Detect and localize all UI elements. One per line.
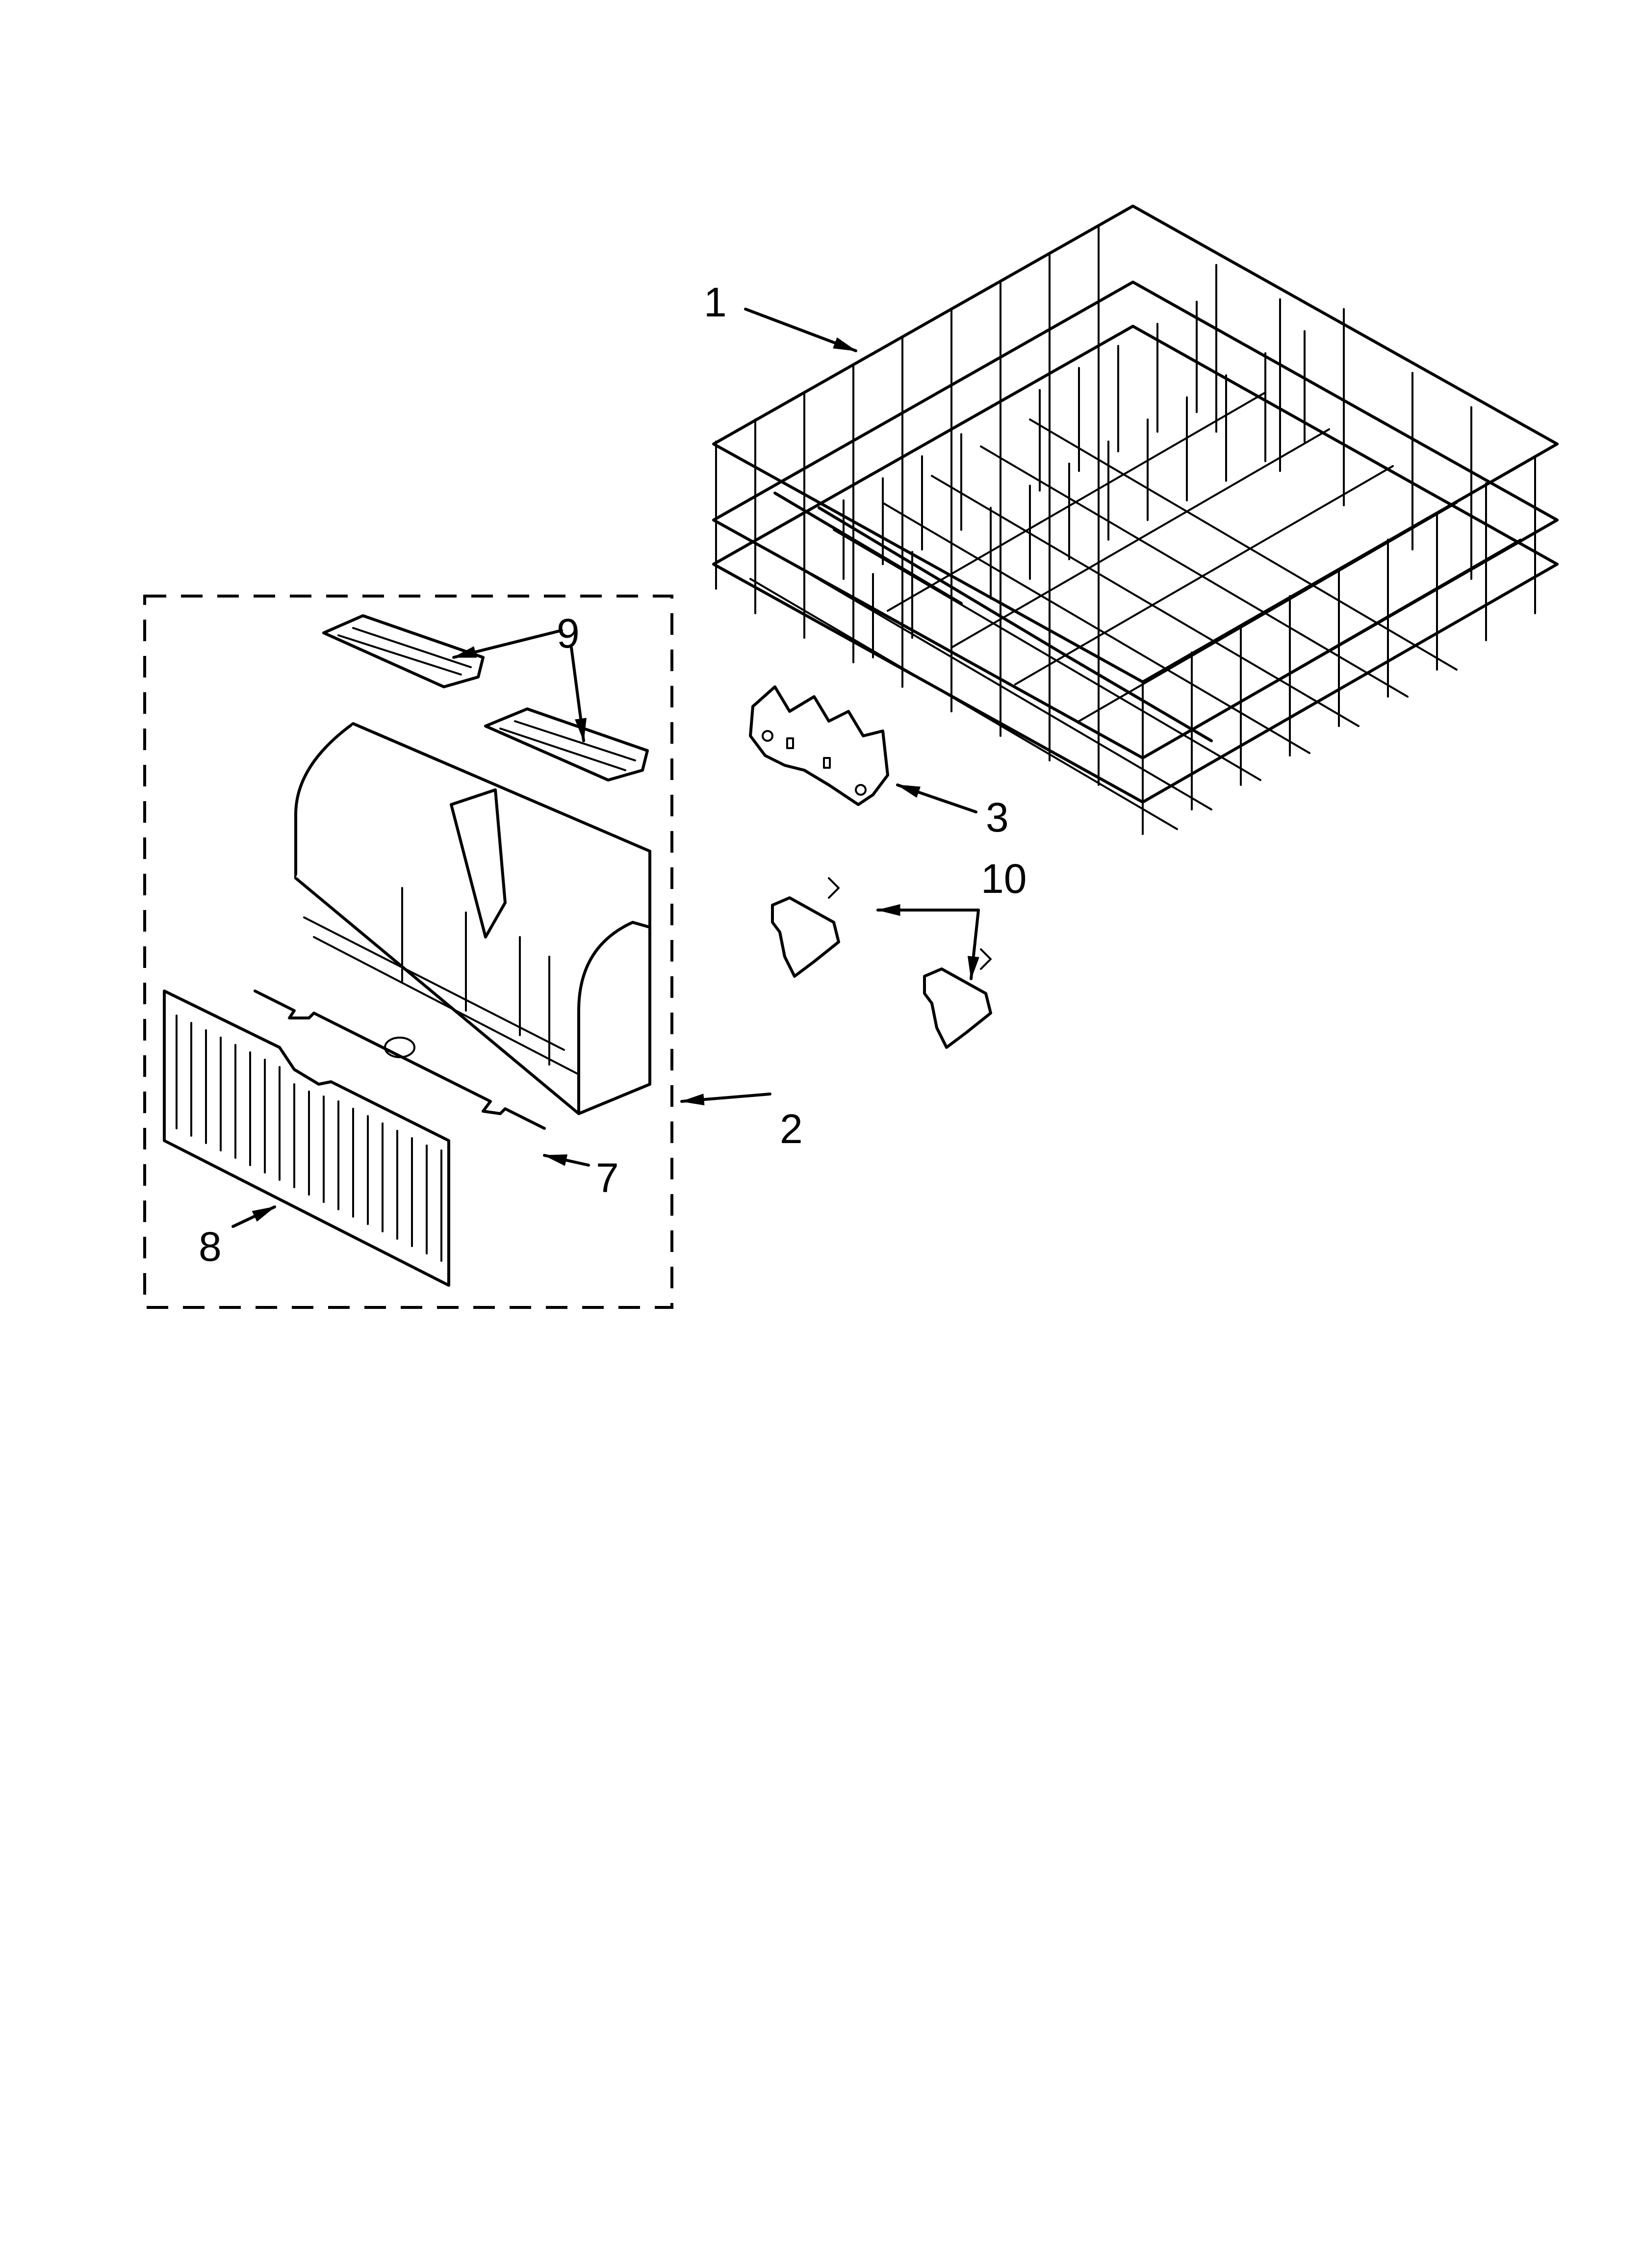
basket-cover-panel [163,990,450,1287]
leader-9b [570,646,587,742]
basket-divider-bar [254,990,546,1130]
basket-assembly-group-box [143,595,673,1309]
leader-1 [744,308,857,352]
callout-3: 3 [986,794,1009,840]
leader-7 [543,1154,590,1167]
callout-7: 7 [596,1155,619,1201]
callout-2: 2 [780,1106,803,1152]
silverware-basket [294,722,651,1115]
rack-clip-left [771,877,840,978]
callout-9: 9 [557,610,580,656]
leader-9a [452,629,563,659]
leader-2 [680,1093,771,1106]
callout-1: 1 [704,279,727,325]
callout-8: 8 [199,1224,222,1270]
dishrack-wire-rack [712,205,1559,835]
leader-10-right [967,909,980,980]
leader-3 [896,783,977,813]
rack-adjuster-part [749,685,889,806]
leader-8 [231,1205,276,1228]
basket-lid-lower [484,707,649,782]
callout-10: 10 [981,856,1026,902]
basket-lid-upper [322,614,485,688]
leader-lines [231,308,980,1228]
rack-clip-right [923,948,992,1049]
